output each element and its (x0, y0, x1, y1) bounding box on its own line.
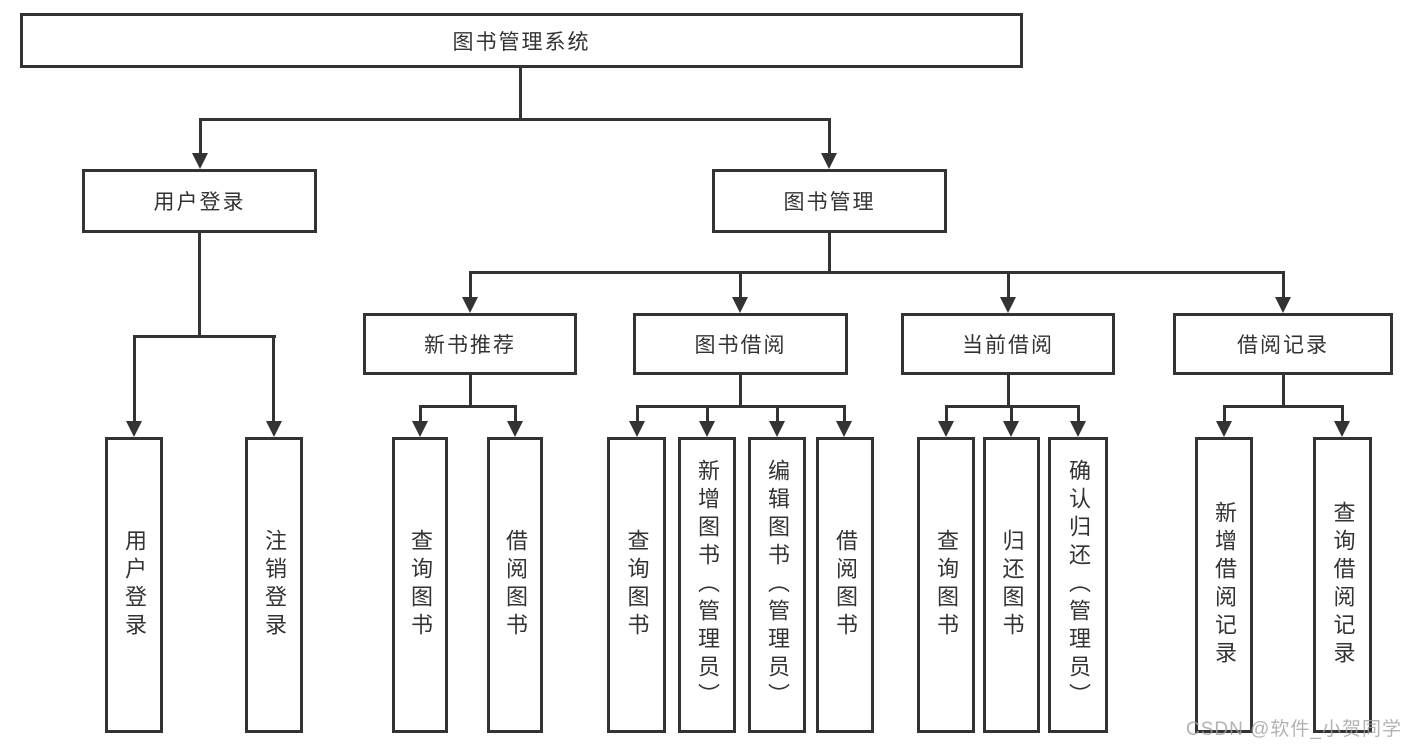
arrowhead-down-icon (1000, 297, 1016, 313)
connector-line (636, 405, 639, 421)
arrowhead-down-icon (507, 421, 523, 437)
arrowhead-down-icon (836, 421, 852, 437)
arrowhead-down-icon (1070, 421, 1086, 437)
node-leaf-query-book-current-label: 查询图书 (934, 529, 959, 641)
connector-line (636, 405, 845, 408)
node-current-borrowing-label: 当前借阅 (962, 334, 1054, 357)
connector-line (1223, 405, 1226, 421)
connector-line (1223, 405, 1343, 408)
connector-line (1010, 405, 1013, 421)
node-leaf-return-book: 归还图书 (983, 437, 1040, 733)
node-leaf-user-login-label: 用户登录 (122, 529, 147, 641)
connector-line (945, 405, 948, 421)
connector-line (133, 335, 136, 421)
node-leaf-user-login: 用户登录 (105, 437, 163, 733)
node-leaf-query-book-borrowing: 查询图书 (607, 437, 666, 733)
node-leaf-query-book-recommend: 查询图书 (392, 437, 448, 733)
connector-line (1282, 271, 1285, 298)
arrowhead-down-icon (629, 421, 645, 437)
connector-line (1007, 271, 1010, 298)
arrowhead-down-icon (699, 421, 715, 437)
node-leaf-query-book-borrowing-label: 查询图书 (624, 529, 650, 641)
connector-line (199, 118, 202, 154)
arrowhead-down-icon (462, 297, 478, 313)
node-leaf-logout: 注销登录 (245, 437, 303, 733)
node-leaf-borrow-book-recommend-label: 借阅图书 (503, 529, 528, 641)
csdn-watermark: CSDN @软件_小贺同学 (1186, 719, 1402, 740)
arrowhead-down-icon (1334, 421, 1350, 437)
node-leaf-borrow-book-borrowing: 借阅图书 (816, 437, 874, 733)
node-leaf-confirm-return-admin-label: 确认归还（管理员） (1066, 459, 1091, 711)
connector-line (469, 271, 472, 298)
node-new-book-recommend: 新书推荐 (363, 313, 577, 375)
connector-line (419, 405, 517, 408)
connector-line (198, 233, 201, 335)
node-book-management-label: 图书管理 (783, 191, 876, 214)
connector-line (828, 118, 831, 154)
node-library-system-label: 图书管理系统 (452, 30, 591, 54)
connector-line (739, 271, 742, 298)
connector-line (514, 405, 517, 421)
node-library-system: 图书管理系统 (20, 13, 1023, 68)
arrowhead-down-icon (1003, 421, 1019, 437)
node-leaf-add-borrow-record: 新增借阅记录 (1195, 437, 1253, 733)
node-borrowing-records: 借阅记录 (1173, 313, 1393, 375)
node-leaf-query-borrow-record: 查询借阅记录 (1313, 437, 1372, 733)
node-leaf-edit-book-admin-label: 编辑图书（管理员） (765, 459, 790, 711)
node-book-management: 图书管理 (712, 169, 947, 233)
node-borrowing-records-label: 借阅记录 (1237, 334, 1329, 357)
node-leaf-add-book-admin: 新增图书（管理员） (678, 437, 736, 733)
node-user-login: 用户登录 (82, 169, 317, 233)
connector-line (739, 375, 742, 405)
node-new-book-recommend-label: 新书推荐 (424, 334, 516, 357)
arrowhead-down-icon (821, 153, 837, 169)
arrowhead-down-icon (266, 421, 282, 437)
arrowhead-down-icon (126, 421, 142, 437)
arrowhead-down-icon (1275, 297, 1291, 313)
connector-line (776, 405, 779, 421)
connector-line (272, 335, 275, 421)
connector-line (1077, 405, 1080, 421)
node-leaf-borrow-book-borrowing-label: 借阅图书 (833, 529, 858, 641)
node-leaf-add-book-admin-label: 新增图书（管理员） (695, 459, 720, 711)
node-leaf-return-book-label: 归还图书 (999, 529, 1025, 641)
node-book-borrowing-label: 图书借阅 (694, 334, 787, 357)
node-leaf-query-borrow-record-label: 查询借阅记录 (1330, 501, 1356, 669)
arrowhead-down-icon (1216, 421, 1232, 437)
arrowhead-down-icon (412, 421, 428, 437)
arrowhead-down-icon (938, 421, 954, 437)
connector-line (1007, 375, 1010, 405)
connector-line (1282, 375, 1285, 405)
arrowhead-down-icon (192, 153, 208, 169)
connector-line (519, 68, 522, 118)
connector-line (419, 405, 422, 421)
node-current-borrowing: 当前借阅 (901, 313, 1115, 375)
node-leaf-query-book-current: 查询图书 (917, 437, 975, 733)
arrowhead-down-icon (732, 297, 748, 313)
node-leaf-confirm-return-admin: 确认归还（管理员） (1048, 437, 1108, 733)
connector-line (843, 405, 846, 421)
node-leaf-borrow-book-recommend: 借阅图书 (487, 437, 543, 733)
connector-line (469, 271, 1284, 274)
node-leaf-query-book-recommend-label: 查询图书 (408, 529, 433, 641)
node-leaf-edit-book-admin: 编辑图书（管理员） (748, 437, 806, 733)
connector-line (469, 375, 472, 405)
node-leaf-add-borrow-record-label: 新增借阅记录 (1212, 501, 1237, 669)
node-book-borrowing: 图书借阅 (633, 313, 848, 375)
connector-line (133, 335, 276, 338)
node-leaf-logout-label: 注销登录 (262, 529, 287, 641)
connector-line (706, 405, 709, 421)
arrowhead-down-icon (769, 421, 785, 437)
node-user-login-label: 用户登录 (153, 191, 246, 214)
connector-line (828, 233, 831, 271)
connector-line (1341, 405, 1344, 421)
connector-line (199, 118, 831, 121)
